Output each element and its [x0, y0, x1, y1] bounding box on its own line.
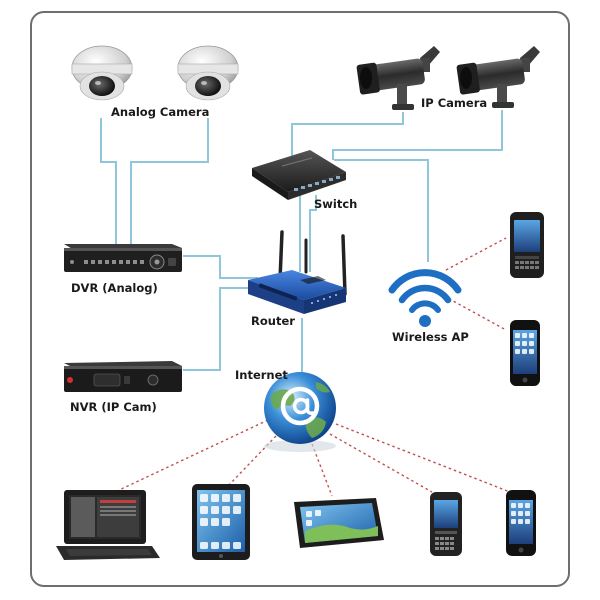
router-label: Router	[251, 314, 295, 328]
smartphone-4-icon	[506, 490, 536, 556]
internet-label: Internet	[235, 368, 288, 382]
link-internet-to-phone-3	[329, 433, 433, 493]
nvr-icon	[64, 361, 182, 392]
dvr-label: DVR (Analog)	[71, 281, 158, 295]
wire-nvr-to-router	[183, 287, 258, 371]
wifi-icon	[388, 269, 462, 327]
wire-analog-cam-2-to-dvr	[130, 118, 209, 247]
internet-globe-icon	[264, 372, 336, 452]
router-icon	[248, 230, 347, 314]
ip-camera-1-icon	[356, 46, 440, 110]
ip-camera-label: IP Camera	[421, 96, 488, 110]
wired-connections	[100, 110, 503, 380]
wire-ip-cam-1-to-switch	[291, 112, 404, 160]
wire-switch-to-router-2	[309, 195, 317, 272]
laptop-icon	[56, 490, 160, 560]
link-internet-to-tablet	[311, 443, 333, 497]
nvr-label: NVR (IP Cam)	[70, 400, 157, 414]
ip-camera-2-icon	[456, 46, 540, 108]
smartphone-1-icon	[510, 212, 544, 278]
ipad-icon	[192, 484, 250, 560]
analog-camera-1-icon	[71, 45, 133, 101]
switch-label: Switch	[314, 197, 358, 211]
link-internet-to-phone-4	[335, 423, 511, 493]
wire-analog-cam-1-to-dvr	[100, 118, 117, 247]
wire-dvr-to-router	[183, 255, 258, 279]
link-internet-to-laptop	[114, 419, 269, 493]
wireless-ap-label: Wireless AP	[392, 330, 469, 344]
wire-switch-to-ap	[334, 159, 429, 262]
switch-icon	[252, 150, 346, 200]
tablet-icon	[294, 498, 384, 548]
smartphone-2-icon	[510, 320, 540, 386]
dvr-icon	[64, 244, 182, 272]
link-ap-to-phone-1	[445, 237, 507, 271]
analog-camera-2-icon	[177, 45, 239, 101]
analog-camera-label: Analog Camera	[111, 105, 210, 119]
wire-ip-cam-2-to-switch	[332, 110, 503, 160]
smartphone-3-icon	[430, 492, 462, 556]
link-ap-to-phone-2	[443, 295, 507, 331]
